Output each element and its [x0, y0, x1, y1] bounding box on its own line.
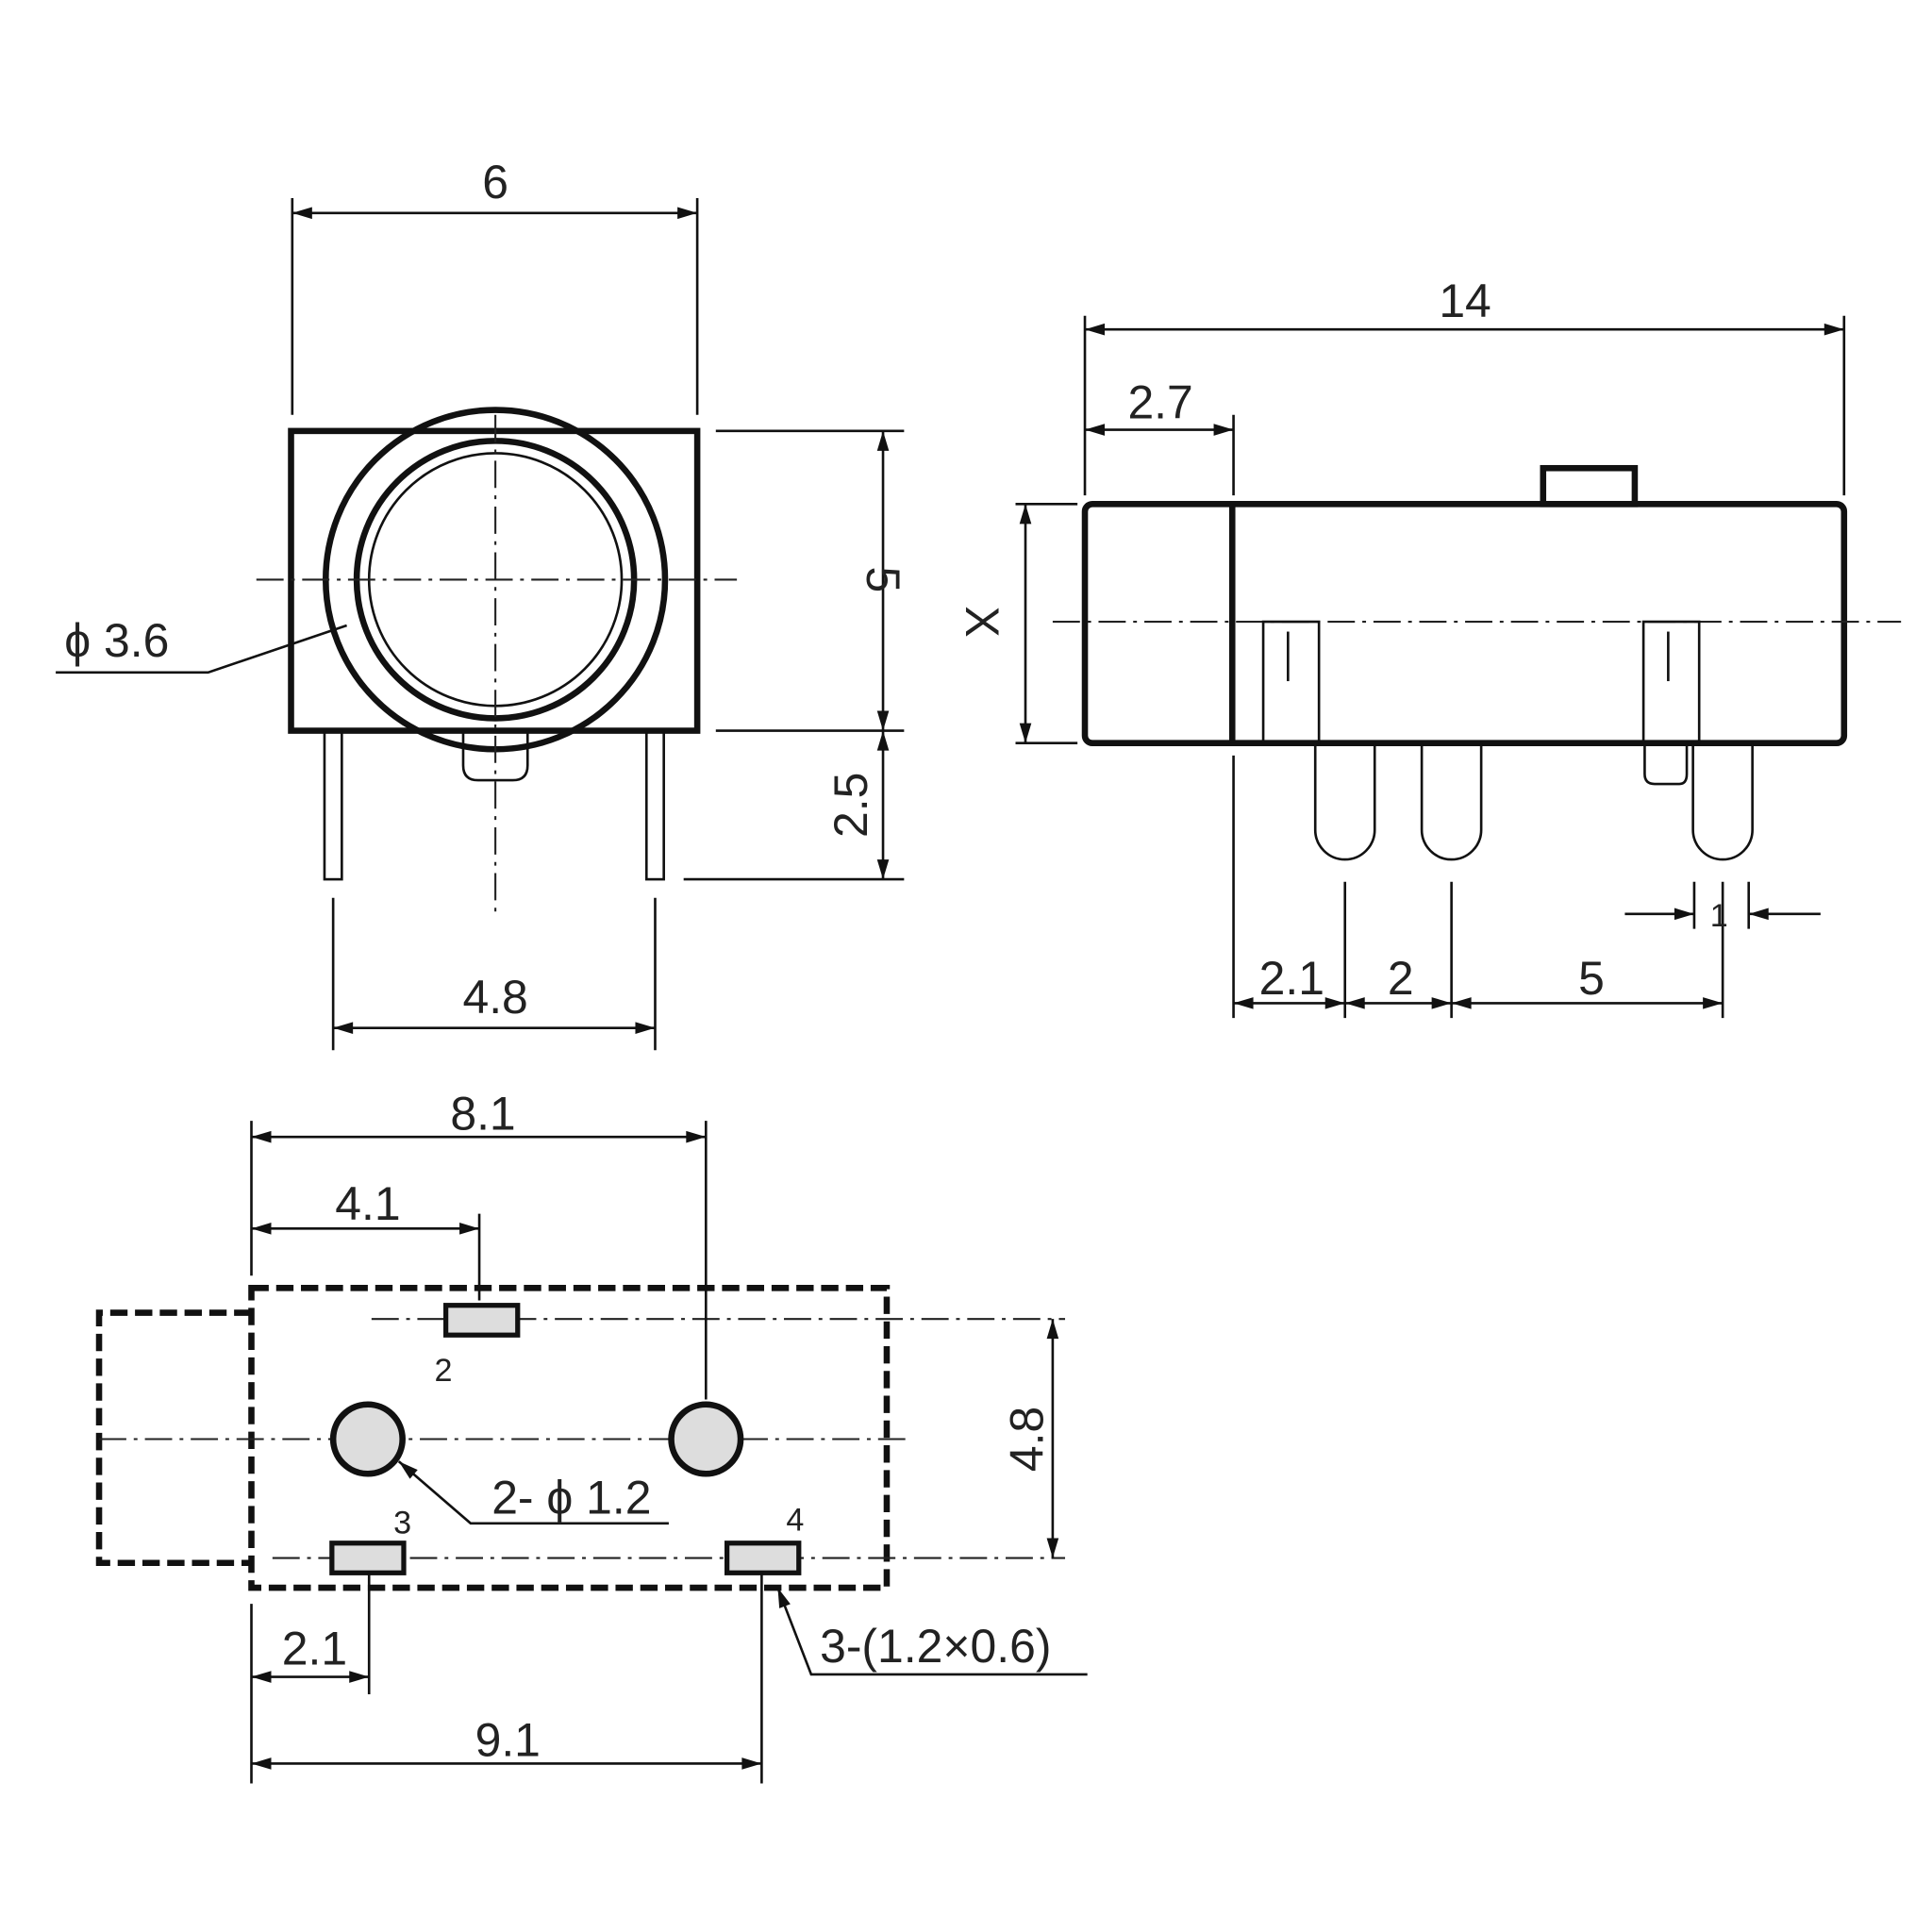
dim-pin-offset-1: 2.1 [1259, 952, 1324, 1005]
side-pin [1313, 742, 1376, 861]
dim-height: 5 [857, 567, 909, 593]
dim-pin-offset-2: 2 [1388, 952, 1414, 1005]
top-tab [1540, 464, 1639, 508]
mounting-hole [668, 1401, 744, 1477]
dim-length: 14 [1439, 275, 1491, 327]
pads-callout: 3-(1.2×0.6) [820, 1620, 1051, 1673]
pin-label-3: 3 [393, 1505, 411, 1541]
dim-span-3: 9.1 [475, 1714, 541, 1767]
center-tab [461, 730, 529, 782]
dim-span-2: 4.1 [335, 1177, 400, 1230]
footprint-body-outline [248, 1285, 891, 1591]
leader-line [776, 1587, 1088, 1676]
dim-pin-width: 1 [1710, 898, 1728, 934]
contact-slot [1261, 620, 1321, 745]
side-body-outline [1081, 501, 1848, 746]
leader-line [56, 624, 348, 675]
side-pin [1691, 742, 1754, 861]
dim-x: X [956, 606, 1008, 637]
pad-4 [724, 1541, 802, 1575]
dim-pin-offset-3: 5 [1578, 952, 1605, 1005]
side-view: 14 2.7 X 2.1 2 5 1 [956, 275, 1902, 1019]
holes-callout: 2- ϕ 1.2 [491, 1471, 651, 1524]
side-pin [1420, 742, 1483, 861]
front-view: 6 5 2.5 4.8 ϕ 3.6 [56, 156, 909, 1051]
front-body-outline [288, 427, 701, 734]
dim-front-length: 2.7 [1127, 376, 1192, 429]
contact-slot [1641, 620, 1701, 745]
front-pin-right [644, 729, 665, 881]
front-pin-left [323, 729, 343, 881]
dim-pin-length: 2.5 [824, 773, 877, 838]
pad-3 [329, 1541, 407, 1575]
footprint-view: 2 3 4 8.1 4.1 4.8 2.1 9.1 2- ϕ 1.2 3-(1.… [95, 1087, 1088, 1784]
dim-hole-diameter: ϕ 3.6 [64, 614, 169, 667]
pin-label-2: 2 [434, 1353, 452, 1389]
leader-line [397, 1460, 669, 1525]
dim-span-1: 8.1 [450, 1087, 515, 1140]
dim-offset: 2.1 [282, 1622, 347, 1674]
dim-footprint-width: 4.8 [1000, 1407, 1053, 1472]
mounting-hole [329, 1401, 406, 1477]
dim-width: 6 [482, 156, 508, 208]
dim-pin-spacing: 4.8 [462, 971, 527, 1024]
pin-label-4: 4 [786, 1503, 804, 1539]
side-tab [1643, 742, 1689, 786]
footprint-front-outline [95, 1309, 252, 1567]
pad-2 [442, 1303, 521, 1338]
